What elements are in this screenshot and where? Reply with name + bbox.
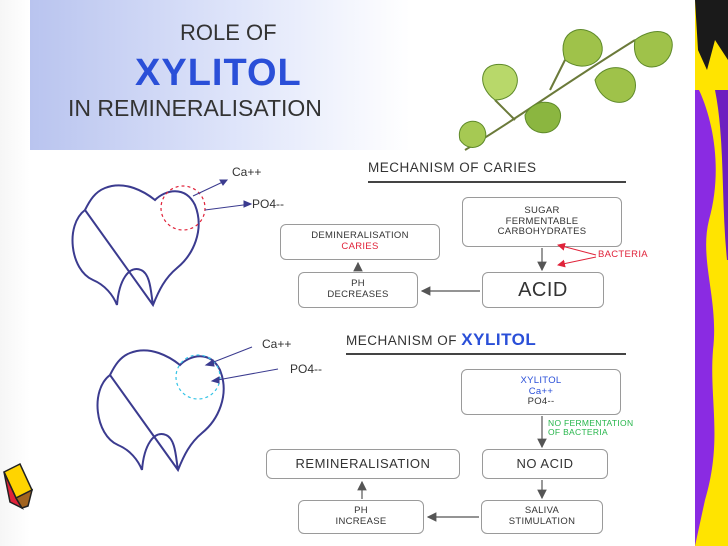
leaf-icon <box>458 29 673 151</box>
xylitol-heading-underline <box>346 353 626 355</box>
xylitol-po4-label: PO4-- <box>290 362 323 376</box>
title-band <box>30 0 410 150</box>
xylitol-heading: MECHANISM OF XYLITOL <box>346 330 537 349</box>
demineralisation-box: DEMINERALISATION CARIES <box>280 224 440 260</box>
title-line-3: IN REMINERALISATION <box>68 95 322 121</box>
no-fermentation-label: NO FERMENTATION OF BACTERIA <box>548 418 634 438</box>
caries-heading: MECHANISM OF CARIES <box>368 160 537 175</box>
left-border <box>0 0 30 546</box>
sugar-box: SUGAR FERMENTABLE CARBOHYDRATES <box>462 197 622 247</box>
acid-box: ACID <box>482 272 604 308</box>
caries-po4-label: PO4-- <box>252 197 285 211</box>
title-line-2: XYLITOL <box>135 52 302 94</box>
no-acid-box: NO ACID <box>482 449 608 479</box>
xylitol-ca-label: Ca++ <box>262 337 292 351</box>
saliva-stimulation-box: SALIVA STIMULATION <box>481 500 603 534</box>
ph-increase-box: PH INCREASE <box>298 500 424 534</box>
remineralisation-box: REMINERALISATION <box>266 449 460 479</box>
caries-heading-underline <box>368 181 626 183</box>
bacteria-label: BACTERIA <box>598 249 648 260</box>
tooth-icon <box>96 346 279 473</box>
pencil-icon <box>3 462 34 510</box>
title-line-1: ROLE OF <box>180 20 277 45</box>
ph-decreases-box: PH DECREASES <box>298 272 418 308</box>
xylitol-box: XYLITOL Ca++ PO4-- <box>461 369 621 415</box>
caries-ca-label: Ca++ <box>232 165 262 179</box>
tooth-icon <box>71 179 253 308</box>
right-decoration <box>695 0 728 546</box>
